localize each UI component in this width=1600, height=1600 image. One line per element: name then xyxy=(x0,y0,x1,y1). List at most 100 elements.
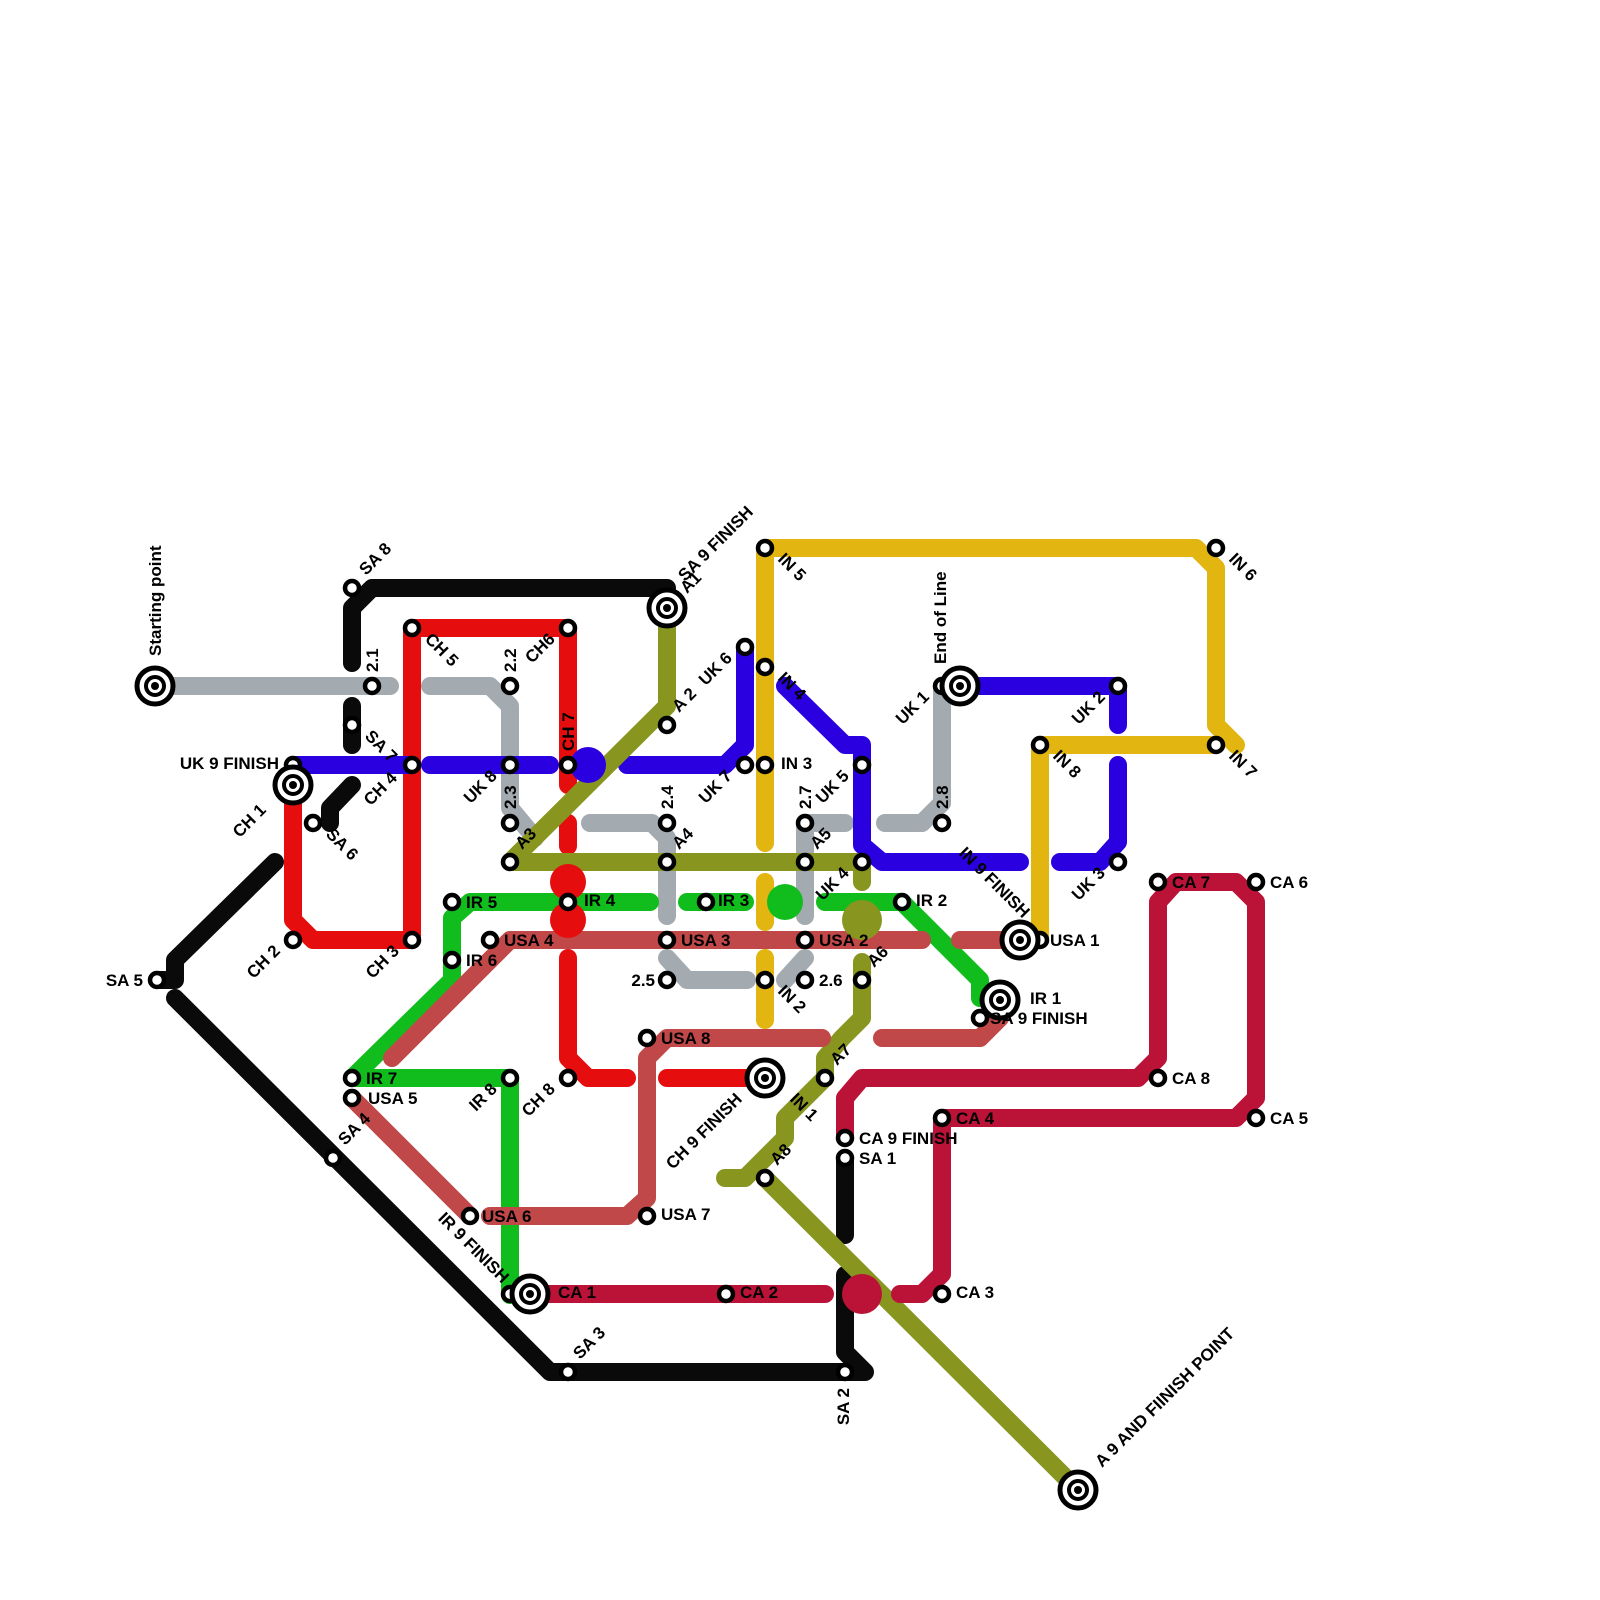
route-line-red3 xyxy=(568,958,627,1078)
station-marker[interactable] xyxy=(345,1091,359,1105)
station-marker[interactable] xyxy=(286,933,300,947)
station-marker[interactable] xyxy=(855,758,869,772)
station-marker[interactable] xyxy=(561,621,575,635)
station-marker[interactable] xyxy=(935,816,949,830)
station-marker[interactable] xyxy=(855,855,869,869)
station-label: UK 6 xyxy=(695,648,736,689)
route-lines xyxy=(155,548,1256,1490)
station-marker[interactable] xyxy=(798,933,812,947)
station-marker[interactable] xyxy=(838,1131,852,1145)
station-label: IR 5 xyxy=(466,893,497,912)
station-marker[interactable] xyxy=(738,758,752,772)
terminal-station-marker[interactable] xyxy=(275,767,311,803)
station-marker[interactable] xyxy=(1111,679,1125,693)
station-marker[interactable] xyxy=(306,816,320,830)
station-marker[interactable] xyxy=(345,1071,359,1085)
station-marker[interactable] xyxy=(326,1151,340,1165)
station-marker[interactable] xyxy=(719,1287,733,1301)
station-marker[interactable] xyxy=(561,758,575,772)
station-marker[interactable] xyxy=(973,1011,987,1025)
terminal-station-marker[interactable] xyxy=(942,668,978,704)
station-marker[interactable] xyxy=(935,1111,949,1125)
station-marker[interactable] xyxy=(463,1209,477,1223)
terminal-station-marker[interactable] xyxy=(137,668,173,704)
station-marker[interactable] xyxy=(838,1151,852,1165)
station-marker[interactable] xyxy=(365,679,379,693)
station-marker[interactable] xyxy=(640,1209,654,1223)
station-marker[interactable] xyxy=(1249,1111,1263,1125)
station-marker[interactable] xyxy=(855,973,869,987)
interchange-blob xyxy=(842,1274,882,1314)
station-marker[interactable] xyxy=(561,1071,575,1085)
station-marker[interactable] xyxy=(660,933,674,947)
station-marker[interactable] xyxy=(405,933,419,947)
station-marker[interactable] xyxy=(758,1171,772,1185)
station-label: USA 7 xyxy=(661,1205,710,1224)
station-label: USA 5 xyxy=(368,1089,417,1108)
station-marker[interactable] xyxy=(405,621,419,635)
terminal-station-marker[interactable] xyxy=(649,590,685,626)
station-label: Starting point xyxy=(146,545,165,656)
station-marker[interactable] xyxy=(758,758,772,772)
station-marker[interactable] xyxy=(838,1365,852,1379)
station-marker[interactable] xyxy=(699,895,713,909)
station-label: 2.3 xyxy=(501,785,520,809)
station-label: USA 2 xyxy=(819,931,868,950)
route-line-yellow xyxy=(765,548,1236,843)
station-marker[interactable] xyxy=(150,973,164,987)
station-marker[interactable] xyxy=(1151,1071,1165,1085)
station-marker[interactable] xyxy=(640,1031,654,1045)
terminal-station-marker[interactable] xyxy=(1060,1472,1096,1508)
station-marker[interactable] xyxy=(798,855,812,869)
station-marker[interactable] xyxy=(503,679,517,693)
station-marker[interactable] xyxy=(1151,875,1165,889)
station-marker[interactable] xyxy=(483,933,497,947)
station-label: End of Line xyxy=(931,571,950,664)
station-label: 2.8 xyxy=(933,785,952,809)
station-label: UK 9 FINISH xyxy=(180,754,279,773)
station-label: IR 6 xyxy=(466,951,497,970)
station-marker[interactable] xyxy=(660,973,674,987)
station-marker[interactable] xyxy=(798,816,812,830)
interchange-blob xyxy=(767,884,803,920)
station-marker[interactable] xyxy=(561,1365,575,1379)
station-label: 2.6 xyxy=(819,971,843,990)
station-marker[interactable] xyxy=(561,895,575,909)
route-line-blue5 xyxy=(1060,765,1118,862)
terminal-station-marker[interactable] xyxy=(512,1276,548,1312)
station-marker[interactable] xyxy=(503,758,517,772)
station-marker[interactable] xyxy=(345,581,359,595)
station-label: 2.4 xyxy=(658,785,677,809)
station-marker[interactable] xyxy=(503,1071,517,1085)
station-label: SA 1 xyxy=(859,1149,896,1168)
station-marker[interactable] xyxy=(1209,738,1223,752)
station-marker[interactable] xyxy=(798,973,812,987)
terminal-station-marker[interactable] xyxy=(1002,922,1038,958)
station-marker[interactable] xyxy=(345,718,359,732)
station-marker[interactable] xyxy=(660,718,674,732)
station-marker[interactable] xyxy=(758,973,772,987)
route-line-olive4 xyxy=(765,1178,1078,1490)
station-marker[interactable] xyxy=(445,953,459,967)
station-marker[interactable] xyxy=(818,1071,832,1085)
station-marker[interactable] xyxy=(660,816,674,830)
station-label: USA 8 xyxy=(661,1029,710,1048)
station-marker[interactable] xyxy=(895,895,909,909)
station-marker[interactable] xyxy=(738,640,752,654)
station-marker[interactable] xyxy=(660,855,674,869)
station-marker[interactable] xyxy=(503,855,517,869)
station-marker[interactable] xyxy=(503,816,517,830)
station-marker[interactable] xyxy=(1033,738,1047,752)
station-marker[interactable] xyxy=(405,758,419,772)
station-marker[interactable] xyxy=(1209,541,1223,555)
station-marker[interactable] xyxy=(935,1287,949,1301)
station-marker[interactable] xyxy=(758,660,772,674)
station-marker[interactable] xyxy=(1111,855,1125,869)
terminal-station-marker[interactable] xyxy=(747,1060,783,1096)
station-marker[interactable] xyxy=(445,895,459,909)
station-marker[interactable] xyxy=(758,541,772,555)
route-line-red5 xyxy=(293,785,412,940)
station-label: SA 5 xyxy=(106,971,143,990)
station-marker[interactable] xyxy=(1249,875,1263,889)
